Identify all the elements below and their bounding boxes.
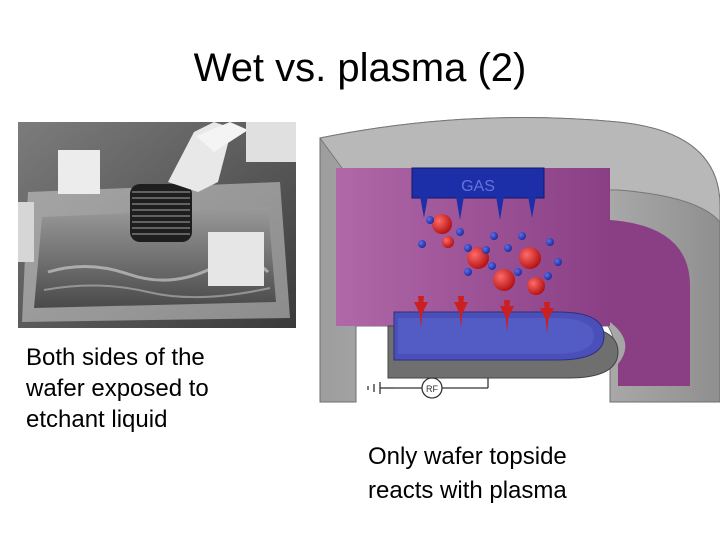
caption-line: Only wafer topside xyxy=(368,443,567,470)
slide-title: Wet vs. plasma (2) xyxy=(193,46,527,90)
plasma-ions xyxy=(432,214,545,295)
gas-inlet: GAS xyxy=(411,167,545,220)
caption-line: etchant liquid xyxy=(26,406,168,433)
plasma-chamber-diagram: GAS xyxy=(319,117,720,403)
rf-circuit xyxy=(367,377,489,399)
wet-etch-photo xyxy=(18,122,296,328)
caption-line: Both sides of the xyxy=(26,344,205,371)
ion-flux-arrows xyxy=(414,296,554,334)
wet-etch-caption: Both sides of the wafer exposed to etcha… xyxy=(26,342,276,435)
caption-line: wafer exposed to xyxy=(26,375,209,402)
rf-label: RF xyxy=(426,384,438,394)
plasma-etch-caption: Only wafer topside reacts with plasma xyxy=(368,440,668,508)
gas-label: GAS xyxy=(461,178,495,195)
wafer-chuck xyxy=(387,311,619,379)
caption-line: reacts with plasma xyxy=(368,477,567,504)
plasma-radicals xyxy=(418,216,562,280)
